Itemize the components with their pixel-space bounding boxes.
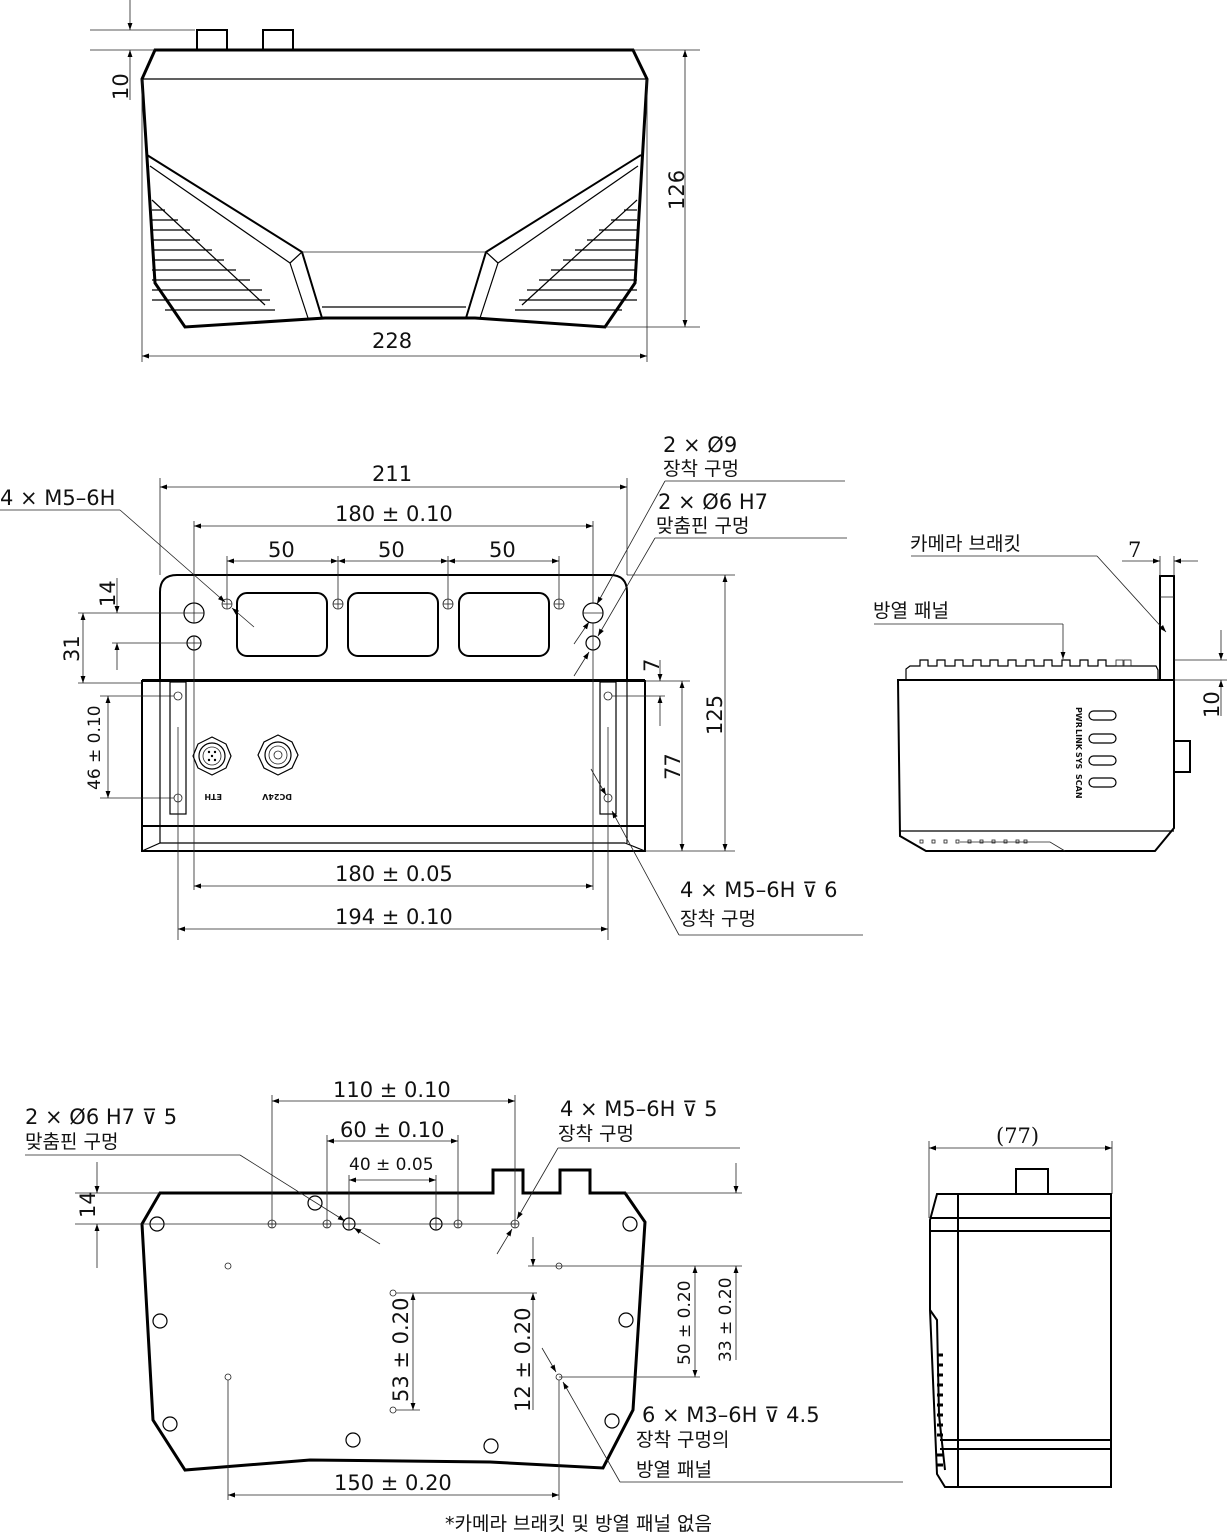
front-body-outline (140, 48, 649, 329)
callout-m3-label-1: 장착 구멍의 (636, 1429, 729, 1451)
body-holes (149, 1195, 638, 1454)
dim-offset-31: 31 (60, 635, 84, 662)
dc24v-label: DC24V (261, 792, 292, 801)
callout-dowel-spec: 2 × Ø6 H7 (658, 490, 768, 514)
dim-bottom-14: 14 (76, 1191, 100, 1218)
eth-connector-icon (192, 736, 232, 776)
dim-12: 12 ± 0.20 (511, 1308, 535, 1412)
bracket-offset: 10 (1200, 691, 1224, 718)
callout-m3-spec: 6 × M3–6H ⊽ 4.5 (642, 1403, 820, 1427)
callout-dowel-label: 맞춤핀 구멍 (656, 515, 749, 537)
window-3 (458, 592, 550, 657)
dim-33: 33 ± 0.20 (716, 1277, 736, 1362)
led-link-label: LINK (1074, 729, 1083, 751)
connector-power (262, 29, 294, 51)
top-view: ETH DC24V 211 180 ± 0.10 50 50 50 4 × M5… (0, 433, 863, 940)
callout-m5-depth-label: 장착 구멍 (680, 908, 756, 930)
window-2 (347, 592, 439, 657)
callout-m5-label: 4 × M5–6H (0, 486, 115, 510)
dim-connector-height: 10 (109, 73, 133, 100)
right-side-view: (77) (928, 1124, 1113, 1488)
side-view: PWR LINK SYS SCAN 카메라 브래킷 방열 패널 7 10 (873, 533, 1227, 852)
dim-60: 60 ± 0.10 (340, 1118, 444, 1142)
callout-m5-depth-spec: 4 × M5–6H ⊽ 6 (680, 878, 838, 902)
callout-mount-depth-label: 장착 구멍 (558, 1123, 634, 1145)
footnote: *카메라 브래킷 및 방열 패널 없음 (445, 1513, 712, 1535)
bottom-view: 14 110 ± 0.10 60 ± 0.10 40 ± 0.05 2 × Ø6… (25, 1078, 903, 1535)
dim-pitch-2: 50 (378, 538, 405, 562)
dim-pitch-3: 50 (489, 538, 516, 562)
dim-overall-width: 211 (372, 462, 412, 486)
heat-panel-fins (905, 659, 1159, 680)
bracket-thickness: 7 (1128, 538, 1141, 562)
dim-pitch-1: 50 (268, 538, 295, 562)
vent-slats-left (151, 199, 275, 311)
dim-110: 110 ± 0.10 (333, 1078, 451, 1102)
led-scan-label: SCAN (1074, 774, 1083, 799)
callout-dowel-depth-spec: 2 × Ø6 H7 ⊽ 5 (25, 1105, 177, 1129)
connector-eth (196, 29, 228, 51)
dim-hole-pitch-total: 180 ± 0.10 (335, 502, 453, 526)
dim-offset-14: 14 (96, 580, 120, 607)
dim-53: 53 ± 0.20 (389, 1298, 413, 1402)
dim-body-depth: 77 (661, 753, 685, 780)
dim-width: 228 (372, 329, 412, 353)
m5-holes (221, 598, 565, 610)
callout-mount-label: 장착 구멍 (663, 458, 739, 480)
callout-m3-label-2: 방열 패널 (636, 1459, 712, 1481)
dim-bottom-pitch-2: 194 ± 0.10 (335, 905, 453, 929)
led-pwr-label: PWR (1074, 707, 1083, 728)
dim-right-width: (77) (996, 1124, 1039, 1148)
dim-bottom-pitch-1: 180 ± 0.05 (335, 862, 453, 886)
dim-bracket-hole-spacing: 46 ± 0.10 (85, 705, 105, 790)
dim-150: 150 ± 0.20 (334, 1471, 452, 1495)
dim-height: 126 (665, 170, 689, 210)
dc24v-connector-icon (257, 734, 299, 776)
dim-total-depth: 125 (703, 695, 727, 735)
window-1 (236, 592, 328, 657)
eth-label: ETH (204, 792, 222, 801)
dim-40: 40 ± 0.05 (349, 1155, 434, 1175)
bracket-label: 카메라 브래킷 (910, 533, 1021, 555)
callout-mount-depth-spec: 4 × M5–6H ⊽ 5 (560, 1097, 718, 1121)
vent-slats-right (515, 199, 638, 311)
led-sys-label: SYS (1074, 752, 1083, 770)
front-view: 10 126 228 (90, 0, 700, 362)
heat-panel-label: 방열 패널 (873, 600, 949, 622)
callout-dowel-depth-label: 맞춤핀 구멍 (25, 1131, 118, 1153)
dim-50: 50 ± 0.20 (675, 1280, 695, 1365)
callout-mount-spec: 2 × Ø9 (663, 433, 737, 457)
dim-offset-7: 7 (640, 659, 664, 672)
